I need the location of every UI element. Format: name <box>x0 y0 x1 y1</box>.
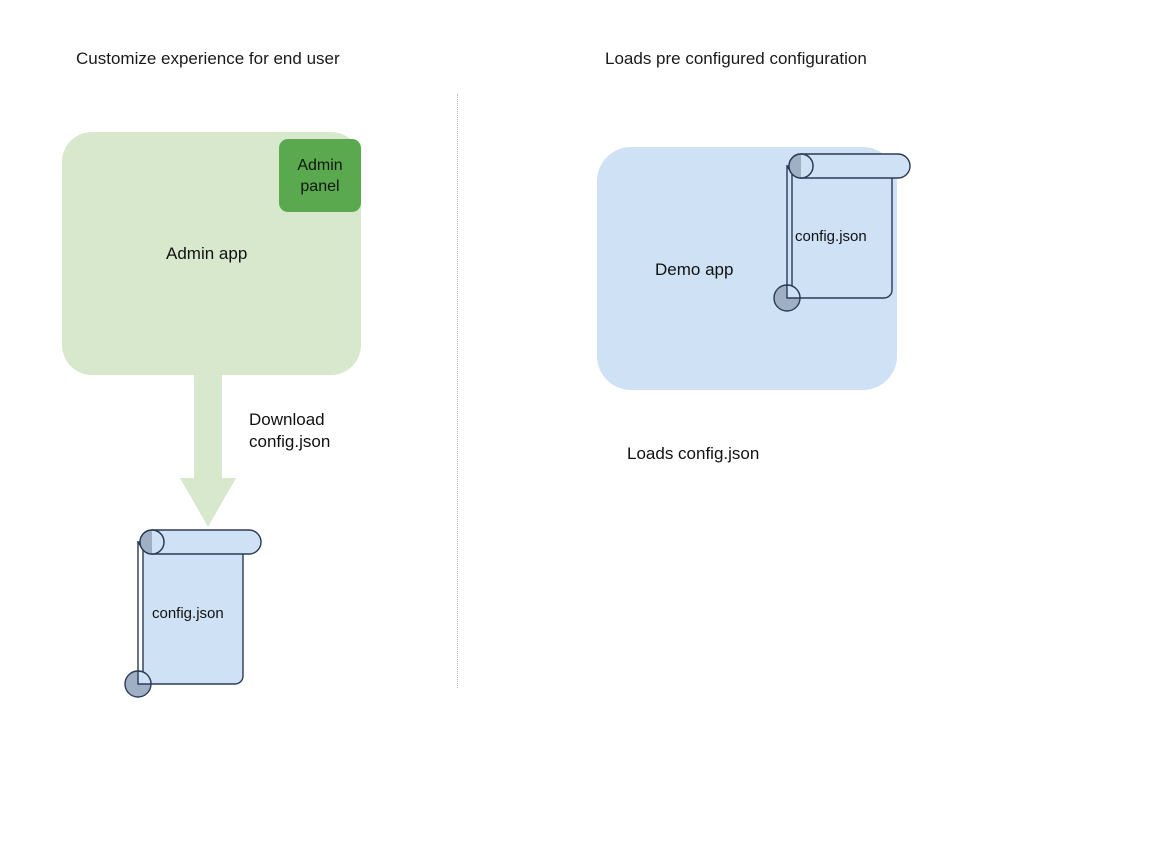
admin-panel-label: Admin panel <box>297 155 342 197</box>
download-arrow-icon <box>180 373 236 529</box>
config-json-file-label-right: config.json <box>795 228 867 245</box>
download-arrow-label: Download config.json <box>249 409 330 453</box>
right-column-title: Loads pre configured configuration <box>605 49 867 68</box>
admin-panel-box[interactable]: Admin panel <box>279 139 361 212</box>
loads-config-caption: Loads config.json <box>627 444 760 463</box>
config-json-file-icon-left[interactable] <box>121 528 266 698</box>
config-json-file-icon-right[interactable] <box>770 152 915 317</box>
left-column-title: Customize experience for end user <box>76 49 340 68</box>
download-arrow-label-line1: Download <box>249 410 325 429</box>
admin-panel-label-line1: Admin <box>297 156 343 174</box>
column-divider <box>457 94 458 688</box>
download-arrow-label-line2: config.json <box>249 432 331 451</box>
admin-panel-label-line2: panel <box>300 177 340 195</box>
admin-app-label: Admin app <box>166 244 248 263</box>
demo-app-label: Demo app <box>655 260 734 279</box>
config-json-file-label-left: config.json <box>152 605 224 622</box>
